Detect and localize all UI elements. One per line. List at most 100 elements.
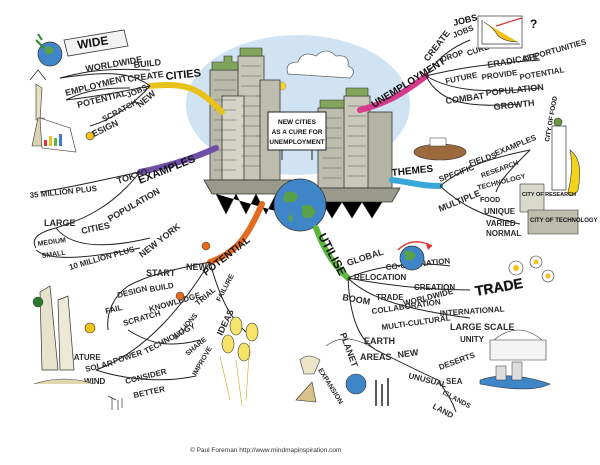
globe-icon: [273, 178, 327, 232]
word-deserts: DESERTS: [438, 350, 477, 372]
word-fail: FAIL: [104, 303, 123, 316]
cloud-icon: [286, 50, 354, 79]
credit-text: © Paul Foreman http://www.mindmapinspira…: [190, 446, 341, 454]
city-of-research-label: CITY OF RESEARCH: [522, 192, 576, 198]
word-new-3: NEW: [397, 347, 420, 360]
word-growth: GROWTH: [493, 98, 535, 112]
light-bulb-icon: [229, 316, 243, 336]
word-expansion: EXPANSION: [316, 367, 344, 405]
word-global: GLOBAL: [346, 246, 386, 267]
word-planet: PLANET: [338, 331, 360, 369]
word-medium: MEDIUM: [37, 237, 66, 248]
label-potential: POTENTIAL: [201, 235, 252, 279]
word-earth: EARTH: [364, 336, 395, 346]
word-unity: UNITY: [460, 335, 485, 344]
word-relocation: RELOCATION: [354, 273, 407, 282]
word-better: BETTER: [133, 384, 166, 400]
scaffolding: [215, 193, 383, 219]
word-future: FUTURE: [445, 70, 479, 86]
themed-cities-illustration: CITY OF FOOD CITY OF RESEARCH CITY OF TE…: [413, 95, 598, 235]
word-unusual: UNUSUAL: [408, 371, 448, 389]
word-trade: TRADE: [376, 293, 404, 302]
label-utilise: UTILISE: [315, 231, 349, 278]
word-nature: NATURE: [68, 353, 101, 362]
word-creation: CREATION: [414, 283, 455, 292]
branch-examples: [137, 145, 219, 175]
trade-sign: TRADE: [474, 275, 524, 299]
branch-potential: [207, 201, 265, 265]
sign-line-2: AS A CURE FOR: [272, 129, 323, 136]
word-create: CREATE: [127, 69, 164, 84]
question-mark-icon: ?: [530, 17, 537, 31]
utilise-illustrations: TRADE: [295, 241, 555, 406]
wind-turbines: [107, 395, 123, 410]
word-35-million-plus: 35 MILLION PLUS: [29, 184, 98, 200]
word-small: SMALL: [41, 250, 67, 260]
banner-icon: [63, 29, 129, 57]
label-themes: THEMES: [391, 164, 434, 179]
word-drop: DROP: [440, 48, 465, 64]
potential-illustrations: [32, 241, 259, 410]
word-wind: WIND: [84, 377, 106, 386]
word-population-2: POPULATION: [485, 82, 544, 98]
light-bulb-icon: [245, 322, 259, 342]
word-population: POPULATION: [106, 186, 162, 224]
left-skyscrapers: [209, 47, 281, 181]
label-cities: CITIES: [165, 67, 202, 83]
word-build-2: BUILD: [149, 281, 175, 294]
word-large-scale: LARGE SCALE: [450, 322, 515, 332]
word-unique: UNIQUE: [484, 207, 516, 216]
word-design-2: DESIGN: [116, 284, 148, 300]
word-sea: SEA: [446, 377, 463, 386]
word-scratch-2: SCRATCH: [122, 309, 162, 328]
half-globe-icon: [345, 373, 367, 395]
word-start: START: [146, 268, 176, 278]
word-areas: AREAS: [360, 352, 392, 362]
light-bulb-icon: [221, 334, 235, 354]
jobs-graph-illustration: ? JOBS: [452, 12, 537, 49]
utilise-words: GLOBAL CO-ORDINATION RELOCATION CREATION…: [316, 246, 514, 420]
branch-themes: [389, 177, 443, 189]
word-opportunities: OPPORTUNITIES: [522, 37, 588, 64]
city-dome-icon: [489, 339, 547, 361]
word-multi-cultural: MULTI-CULTURAL: [381, 313, 451, 332]
biohazard-icon: [84, 322, 96, 334]
wide-banner-text: WIDE: [76, 33, 109, 52]
branch-unemployment: [357, 73, 429, 113]
banana-icon: [567, 149, 581, 196]
examples-words: 35 MILLION PLUS TOKYO LARGE CITIES POPUL…: [29, 167, 182, 272]
light-bulbs: [219, 316, 259, 407]
word-new-york: NEW YORK: [137, 221, 182, 260]
twisted-tower-icon: [39, 285, 59, 371]
city-of-technology-building: [527, 209, 579, 235]
city-of-research-building: [519, 183, 545, 213]
word-10-million-plus: 10 MILLION PLUS: [68, 244, 136, 271]
word-trial: TRIAL: [194, 285, 218, 307]
sign-line-3: UNEMPLOYMENT: [269, 139, 324, 146]
word-land: LAND: [431, 402, 455, 420]
word-examples: EXAMPLES: [493, 133, 538, 158]
sign-line-1: NEW CITIES: [278, 119, 317, 126]
window-pattern: [214, 65, 366, 179]
word-cities: CITIES: [80, 220, 110, 236]
word-large: LARGE: [44, 218, 76, 228]
word-boom: BOOM: [342, 292, 371, 307]
themes-island-icon: [413, 143, 467, 161]
hazard-icon: [85, 131, 95, 141]
word-new-2: NEW: [186, 262, 208, 272]
light-bulb-icon: [237, 342, 251, 362]
statue-illustration: [29, 69, 95, 153]
city-of-technology-label: CITY OF TECHNOLOGY: [530, 218, 598, 224]
sub-branch-lines: [33, 39, 541, 413]
word-potential-2: POTENTIAL: [519, 65, 565, 82]
branch-cities: [147, 82, 225, 115]
dome-city-icon: [299, 355, 321, 375]
cities-words: WORLDWIDE BUILD EMPLOYMENT CREATE POTENT…: [64, 54, 164, 142]
main-branches: [137, 73, 443, 281]
potential-marker-icon: [201, 241, 211, 251]
chart-card: [39, 117, 77, 153]
city-of-food-tower: [551, 125, 567, 191]
word-build: BUILD: [133, 57, 162, 70]
word-normal: NORMAL: [486, 229, 521, 238]
